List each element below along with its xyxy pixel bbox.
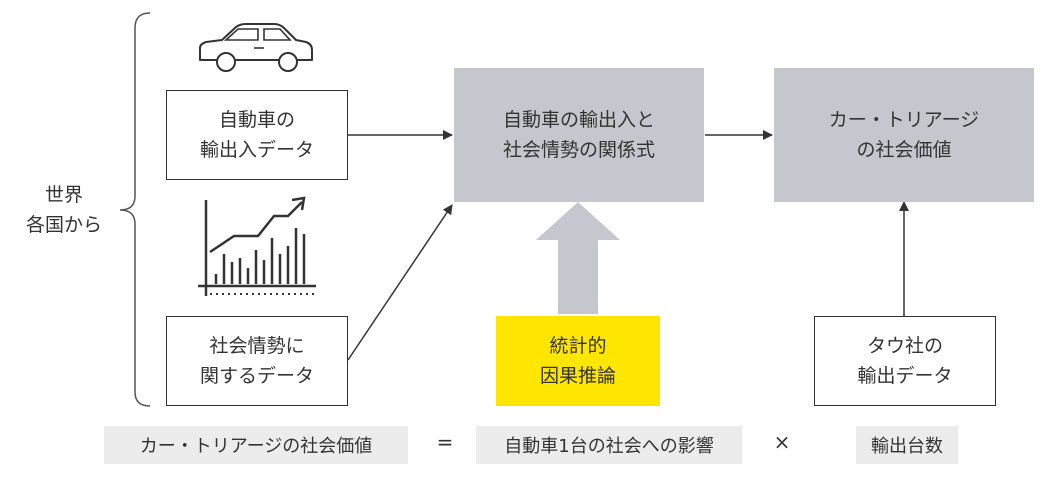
formula-times: × [773,430,791,454]
causal-inference-line1: 統計的 [549,335,607,357]
formula-equals: = [436,430,454,454]
big-up-arrow [536,202,620,314]
arrow-social-to-formula [347,204,453,361]
tau-export-data-line1: タウ社の [866,335,943,357]
relation-formula-line2: 社会情勢の関係式 [502,139,655,161]
relation-formula-line1: 自動車の輸出入と [502,109,655,131]
social-data-line1: 社会情勢に [209,335,305,357]
world-label-line1: 世界 [44,184,83,206]
left-brace [119,12,151,407]
causal-inference-box: 統計的 因果推論 [496,316,660,406]
auto-trade-data-line2: 輸出入データ [199,139,314,161]
social-value-line2: の社会価値 [856,139,952,161]
causal-inference-line2: 因果推論 [539,365,616,387]
tau-export-data-line2: 輸出データ [857,365,953,387]
social-data-line2: 関するデータ [199,365,314,387]
formula-term1-chip: 自動車1台の社会への影響 [476,426,742,464]
tau-export-data-box: タウ社の 輸出データ [814,316,996,406]
world-label: 世界 各国から [14,180,114,240]
car-icon [199,23,313,72]
auto-trade-data-box: 自動車の 輸出入データ [166,90,348,180]
social-value-box: カー・トリアージ の社会価値 [774,68,1034,202]
world-label-line2: 各国から [25,214,102,236]
formula-lhs-chip: カー・トリアージの社会価値 [104,426,408,464]
social-data-box: 社会情勢に 関するデータ [166,316,348,406]
relation-formula-box: 自動車の輸出入と 社会情勢の関係式 [454,68,704,202]
chart-icon [198,196,316,296]
formula-term2-chip: 輸出台数 [856,426,958,464]
auto-trade-data-line1: 自動車の [218,109,295,131]
social-value-line1: カー・トリアージ [828,109,980,131]
